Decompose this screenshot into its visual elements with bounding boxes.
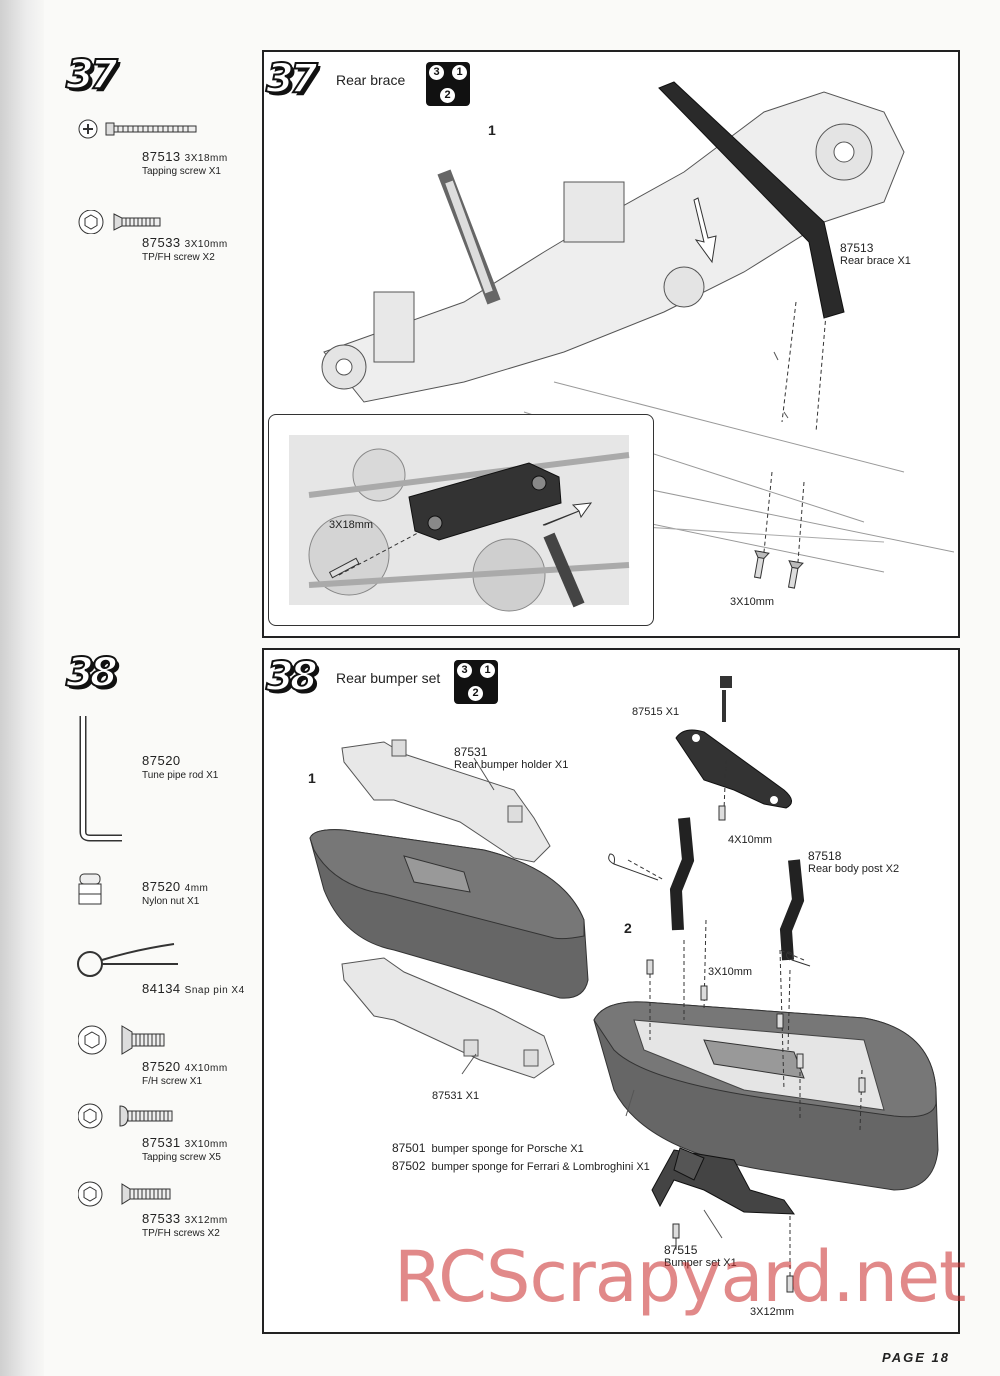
step-37-title: Rear brace: [336, 72, 406, 88]
label-3x10mm: 3X10mm: [708, 966, 753, 978]
step-37-inset-figure-2: 2 3X18mm: [268, 414, 654, 626]
hex-flathead-screw-icon: [78, 209, 164, 239]
hex-buttonhead-screw-icon: [77, 1102, 178, 1135]
label-87531-x1: 87531 X1: [432, 1090, 480, 1102]
label-87515-top-bracket: 87515 X1: [632, 706, 680, 718]
step-37-panel-badge: 37: [265, 55, 319, 103]
phillips-screw-icon: [78, 118, 200, 145]
step-37-badge: 37: [65, 51, 119, 99]
rear-bumper-illustration: [309, 676, 939, 1293]
hex-flathead-screw-icon: [77, 1024, 168, 1061]
label-87502-sponge-ferrari: 87502 bumper sponge for Ferrari & Lombro…: [392, 1159, 650, 1174]
step-38-panel: 38 Rear bumper set 3 1 2 1 2: [262, 648, 960, 1334]
l-rod-icon: [78, 714, 128, 849]
snap-pin-icon: [74, 940, 184, 985]
part-87520-tune-pipe-rod: 87520 Tune pipe rod X1: [142, 753, 219, 781]
page-binding-edge: [0, 0, 44, 1376]
label-87513-rear-brace: 87513 Rear brace X1: [840, 241, 911, 268]
label-3x10mm: 3X10mm: [730, 596, 775, 608]
label-87515-bumper-set: 87515 Bumper set X1: [664, 1243, 737, 1270]
step-38-panel-badge: 38: [265, 653, 319, 701]
step-38-figure-1-label: 1: [308, 770, 316, 786]
label-87518-rear-body-post: 87518 Rear body post X2: [808, 849, 900, 876]
step-37-panel: 37 Rear brace 3 1 2 1: [262, 50, 960, 638]
step-38-figure-2-label: 2: [624, 920, 632, 936]
nylon-nut-icon: [78, 872, 102, 911]
assembly-sequence-icon: 3 1 2: [454, 660, 498, 704]
label-87531-rear-bumper-holder: 87531 Rear bumper holder X1: [454, 745, 569, 772]
label-87501-sponge-porsche: 87501 bumper sponge for Porsche X1: [392, 1141, 584, 1156]
page-number: PAGE 18: [882, 1350, 950, 1365]
hex-flathead-screw-icon: [77, 1180, 174, 1213]
label-3x12mm: 3X12mm: [750, 1306, 795, 1318]
label-4x10mm: 4X10mm: [728, 834, 773, 846]
step-37-figure-1-label: 1: [488, 122, 496, 138]
label-3x18mm: 3X18mm: [329, 519, 374, 531]
step-38-title: Rear bumper set: [336, 670, 441, 686]
rcscrapyard-watermark: RCScrapyard.net: [394, 1236, 966, 1318]
assembly-sequence-icon: 3 1 2: [426, 62, 470, 106]
step-38-badge: 38: [65, 649, 119, 697]
